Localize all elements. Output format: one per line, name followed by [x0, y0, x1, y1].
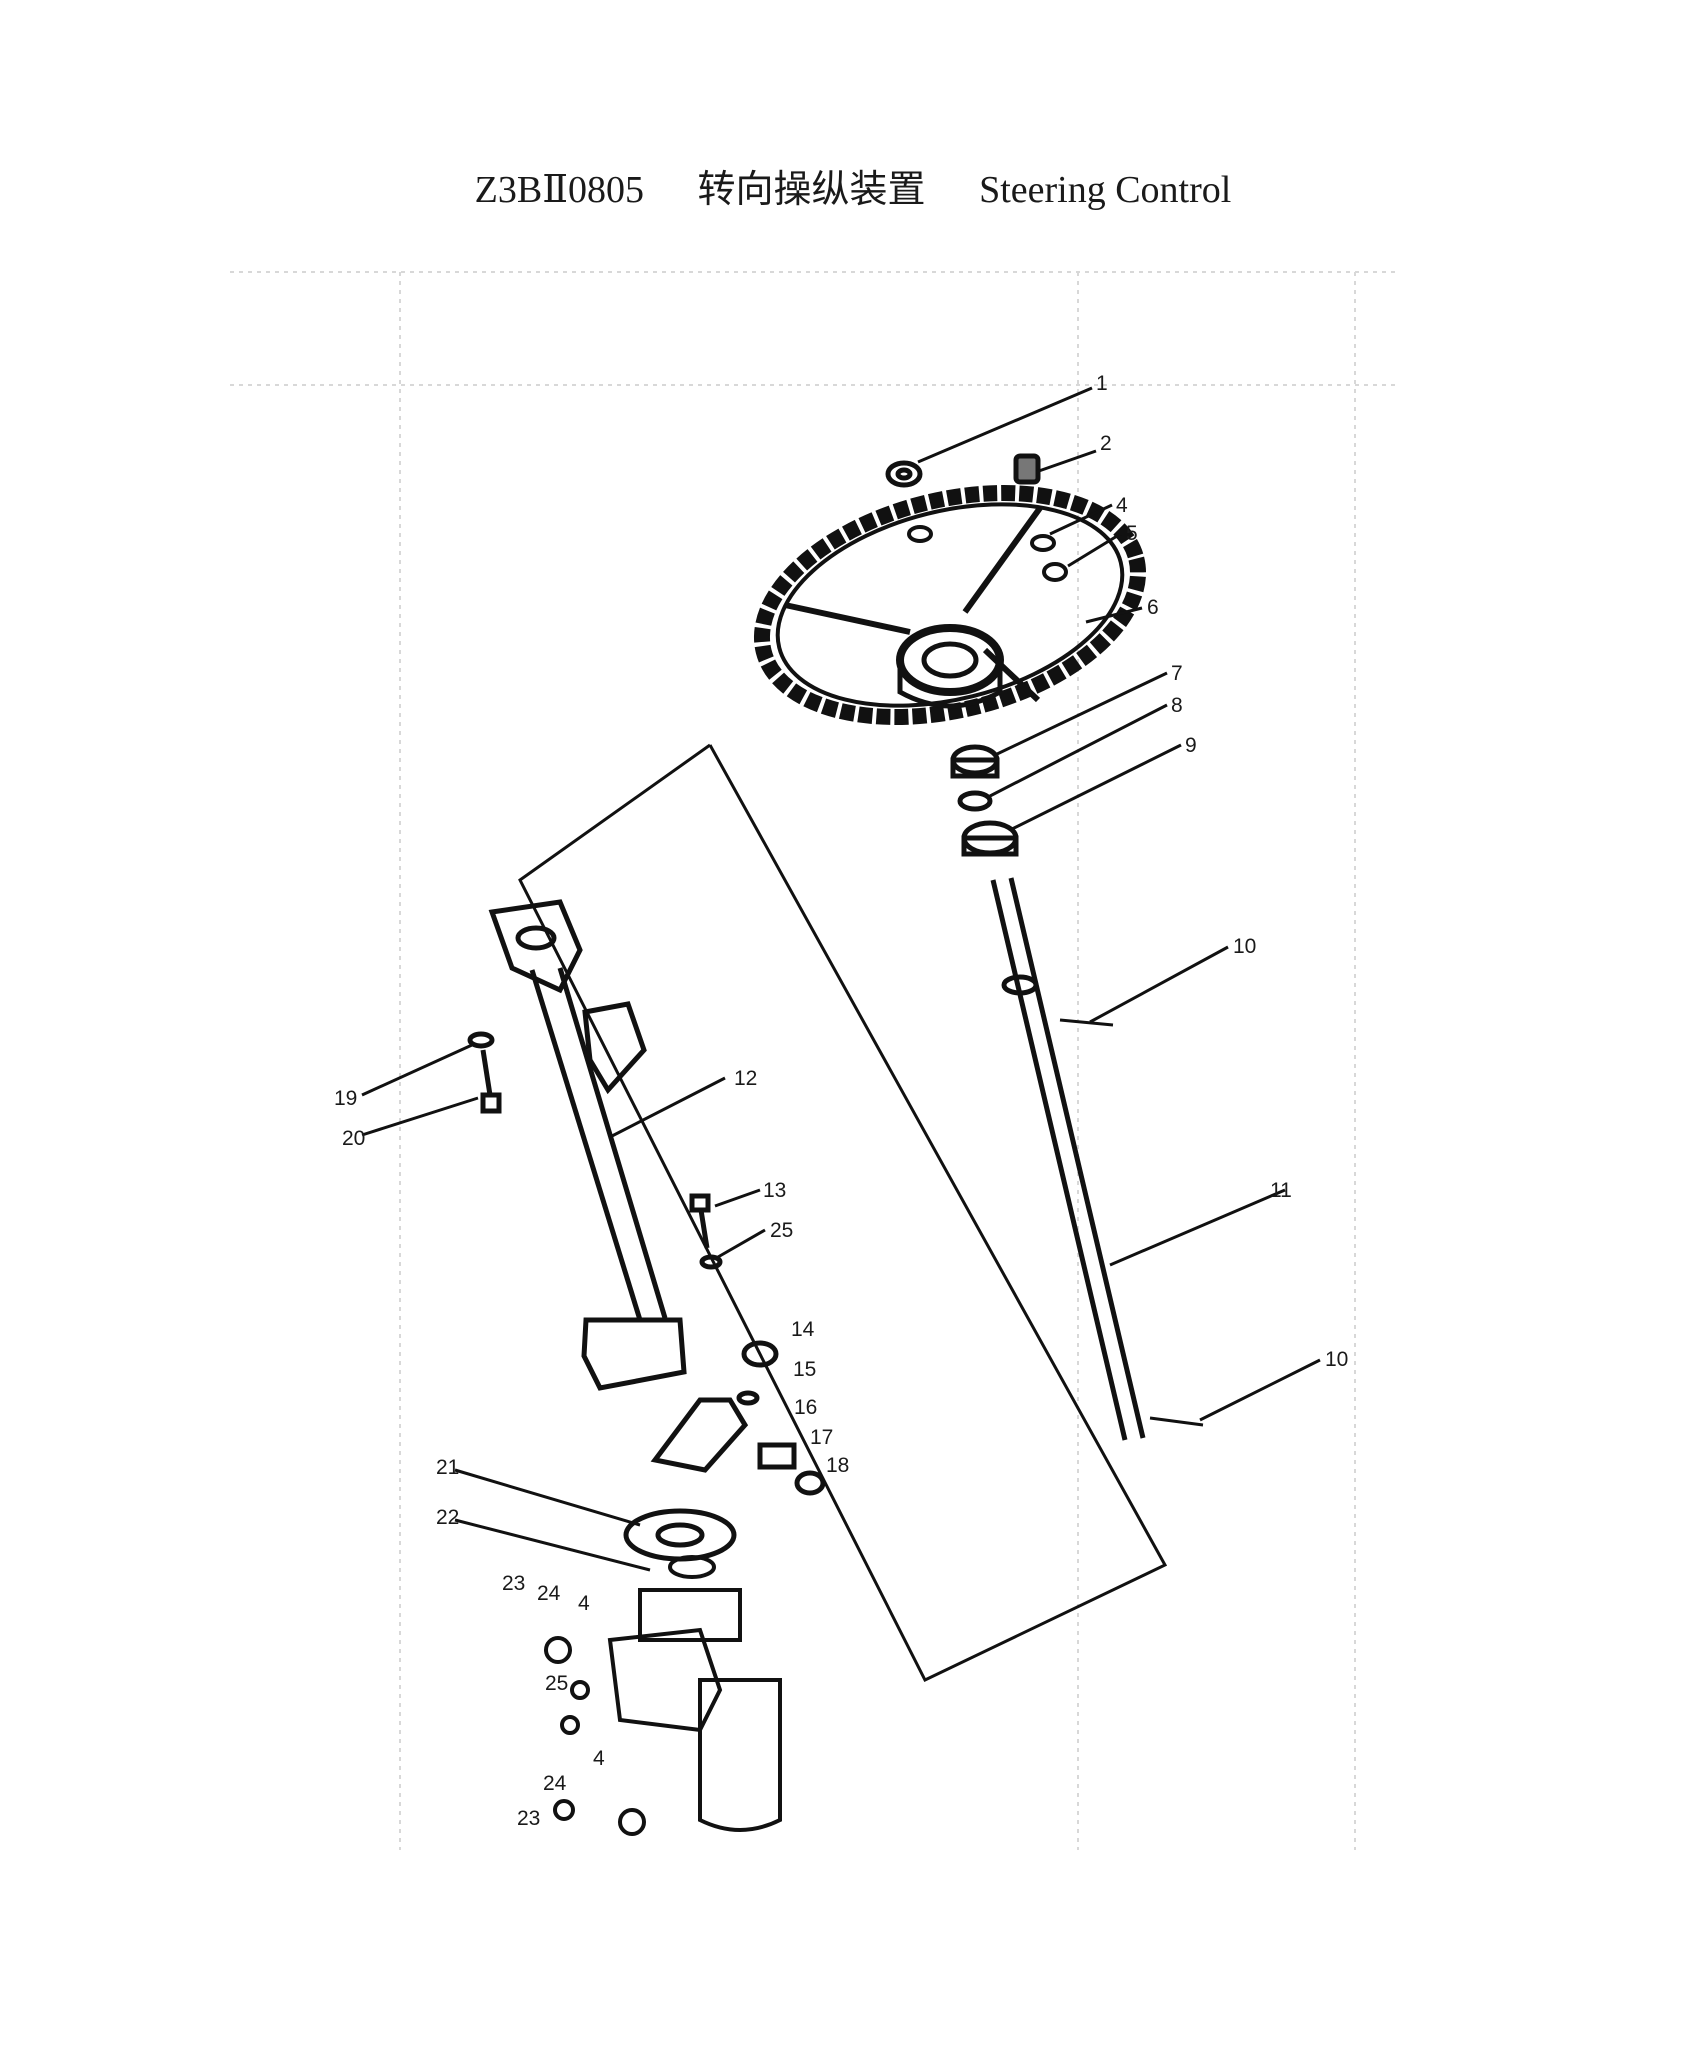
steering-shaft-part-11 [990, 877, 1204, 1441]
bolt-part-20 [467, 1031, 502, 1114]
steering-unit-part-22 [544, 1555, 782, 1836]
callout-23-b: 23 [517, 1807, 540, 1830]
callout-25-b: 25 [545, 1672, 568, 1695]
callout-20: 20 [342, 1127, 365, 1150]
callout-16: 16 [794, 1396, 817, 1419]
callout-10-a: 10 [1233, 935, 1256, 958]
callout-25-a: 25 [770, 1219, 793, 1242]
gasket-part-21 [623, 1508, 737, 1562]
callout-1: 1 [1096, 372, 1108, 395]
nut-part-5 [1042, 562, 1068, 582]
callout-4-c: 4 [593, 1747, 605, 1770]
column-frame-outline [518, 743, 1168, 1682]
callout-5: 5 [1126, 522, 1138, 545]
callout-4-a: 4 [1116, 494, 1128, 517]
title-chinese: 转向操纵装置 [697, 169, 926, 211]
callout-4-b: 4 [578, 1592, 590, 1615]
callout-7: 7 [1171, 662, 1183, 685]
callout-8: 8 [1171, 694, 1183, 717]
callout-10-b: 10 [1325, 1348, 1348, 1371]
callout-17: 17 [810, 1426, 833, 1449]
callout-21: 21 [436, 1456, 459, 1479]
callout-labels: 1 2 4 5 6 7 8 9 10 10 11 12 13 25 14 15 … [334, 372, 1348, 1830]
callout-6: 6 [1147, 596, 1159, 619]
callout-24-b: 24 [543, 1772, 567, 1795]
title-english: Steering Control [979, 169, 1232, 211]
callout-11: 11 [1270, 1179, 1292, 1202]
callout-13: 13 [763, 1179, 786, 1202]
callout-12: 12 [734, 1067, 757, 1090]
title-code: Z3BⅡ0805 [474, 169, 645, 211]
bearing-stack [950, 744, 1019, 857]
linkage-parts [650, 1340, 826, 1496]
callout-24-a: 24 [537, 1582, 561, 1605]
callout-19: 19 [334, 1087, 357, 1110]
callout-14: 14 [791, 1318, 815, 1341]
diagram-title: Z3BⅡ0805 转向操纵装置 Steering Control [0, 158, 1706, 213]
horn-button-part-2 [1013, 453, 1041, 485]
washer-part-4 [907, 525, 1056, 552]
callout-15: 15 [793, 1358, 816, 1381]
nut-part-1 [885, 460, 923, 488]
steering-wheel [753, 485, 1147, 725]
callout-18: 18 [826, 1454, 849, 1477]
faint-table-background [230, 271, 1400, 1850]
leader-lines [361, 386, 1321, 1572]
callout-2: 2 [1100, 432, 1112, 455]
callout-22: 22 [436, 1506, 459, 1529]
callout-23-a: 23 [502, 1572, 525, 1595]
steering-column-part-12 [488, 899, 687, 1391]
callout-9: 9 [1185, 734, 1197, 757]
